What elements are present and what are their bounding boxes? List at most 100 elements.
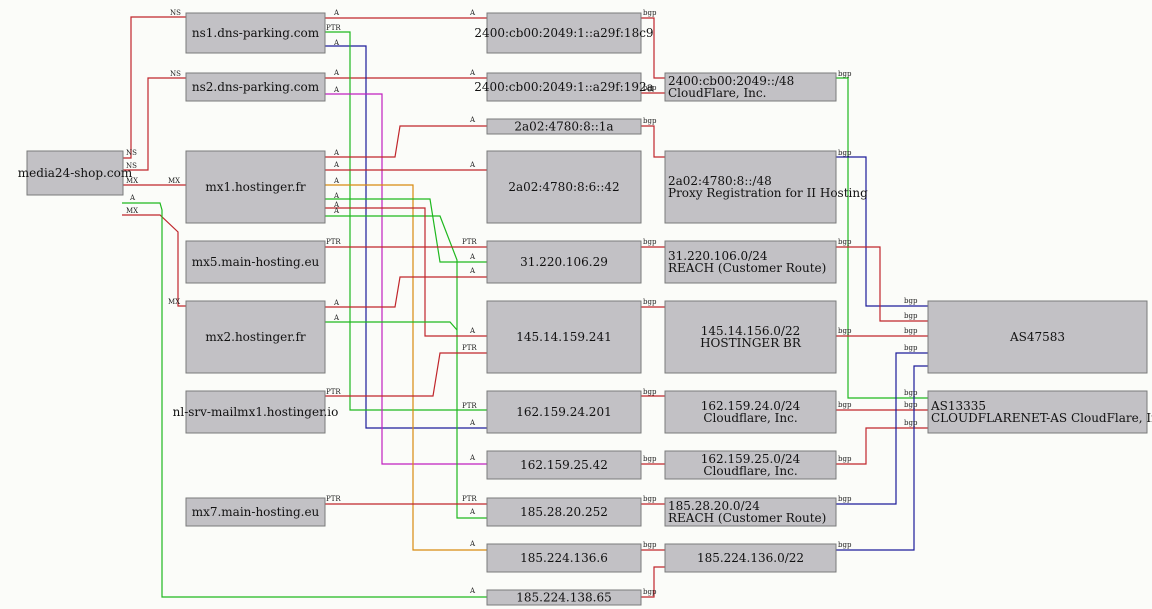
edge-label: bgp — [904, 344, 918, 352]
edge-label: bgp — [643, 84, 657, 92]
node-label: 2a02:4780:8::/48 — [668, 174, 772, 188]
edge-label: A — [333, 9, 340, 17]
edge-label: bgp — [904, 401, 918, 409]
node-box — [486, 72, 642, 102]
node-label: AS13335 — [930, 399, 986, 413]
node-box — [486, 118, 642, 135]
edge-label: A — [333, 39, 340, 47]
edge-label: MX — [168, 298, 180, 306]
node-label: 185.28.20.0/24 — [668, 499, 760, 513]
edge-label: bgp — [838, 149, 852, 157]
edge-label: A — [469, 69, 476, 77]
edge-label: bgp — [643, 495, 657, 503]
node-ip162a[interactable]: 162.159.24.201 — [486, 390, 642, 434]
edge-33 — [836, 246, 928, 322]
node-ip6a[interactable]: 2400:cb00:2049:1::a29f:18c9 — [474, 12, 654, 54]
node-label: 162.159.24.201 — [516, 405, 611, 419]
edge-label: A — [333, 149, 340, 157]
edge-label: bgp — [643, 455, 657, 463]
node-nlsrv[interactable]: nl-srv-mailmx1.hostinger.io — [173, 390, 339, 434]
node-ns1[interactable]: ns1.dns-parking.com — [185, 12, 326, 54]
node-box — [927, 390, 1148, 434]
edge-label: A — [469, 587, 476, 595]
node-ip6c[interactable]: 2a02:4780:8::1a — [486, 118, 642, 135]
node-ip6d[interactable]: 2a02:4780:8:6::42 — [486, 150, 642, 224]
node-box — [486, 300, 642, 374]
edge-label: PTR — [326, 238, 341, 246]
node-label: 162.159.25.42 — [520, 458, 608, 472]
edge-label: NS — [126, 149, 137, 157]
node-label: AS47583 — [1009, 330, 1065, 344]
node-ip185b[interactable]: 185.224.136.6 — [486, 543, 642, 573]
node-label: 2400:cb00:2049:1::a29f:18c9 — [474, 26, 653, 40]
node-box — [185, 497, 326, 527]
edge-label: PTR — [326, 495, 341, 503]
node-box — [185, 300, 326, 374]
node-as47583[interactable]: AS47583 — [927, 300, 1148, 374]
node-label: mx2.hostinger.fr — [205, 330, 306, 344]
node-mx7[interactable]: mx7.main-hosting.eu — [185, 497, 326, 527]
edge-12 — [325, 184, 487, 551]
edge-label: PTR — [462, 402, 477, 410]
edge-label: A — [469, 540, 476, 548]
node-ip185a[interactable]: 185.28.20.252 — [486, 497, 642, 527]
edge-label: bgp — [643, 541, 657, 549]
edge-label: bgp — [904, 419, 918, 427]
edge-label: A — [333, 177, 340, 185]
edge-label: A — [469, 267, 476, 275]
edge-label: A — [333, 201, 340, 209]
edge-label: bgp — [643, 388, 657, 396]
node-label: ns2.dns-parking.com — [192, 80, 320, 94]
node-net185b[interactable]: 185.224.136.0/22 — [664, 543, 837, 573]
node-ip6b[interactable]: 2400:cb00:2049:1::a29f:192a — [474, 72, 654, 102]
node-mx2[interactable]: mx2.hostinger.fr — [185, 300, 326, 374]
edge-label: bgp — [904, 312, 918, 320]
node-box — [486, 240, 642, 284]
node-box — [664, 300, 837, 374]
node-label: CloudFlare, Inc. — [668, 86, 766, 100]
edge-label: PTR — [462, 344, 477, 352]
node-label: 185.224.136.0/22 — [697, 551, 804, 565]
node-label: Cloudflare, Inc. — [703, 411, 797, 425]
node-box — [664, 450, 837, 480]
node-ip31[interactable]: 31.220.106.29 — [486, 240, 642, 284]
edge-label: bgp — [643, 9, 657, 17]
edge-8 — [325, 31, 487, 411]
edge-37 — [836, 352, 928, 505]
node-label: 31.220.106.0/24 — [668, 249, 768, 263]
edge-label: bgp — [904, 297, 918, 305]
node-box — [664, 543, 837, 573]
node-ip145[interactable]: 145.14.159.241 — [486, 300, 642, 374]
edge-label: A — [469, 327, 476, 335]
node-box — [185, 72, 326, 102]
node-mx1[interactable]: mx1.hostinger.fr — [185, 150, 326, 224]
edge-14 — [325, 215, 487, 519]
node-label: 2400:cb00:2049::/48 — [668, 74, 794, 88]
edge-label: bgp — [643, 298, 657, 306]
edge-label: NS — [170, 9, 181, 17]
node-box — [486, 12, 642, 54]
edge-label: MX — [126, 207, 138, 215]
edge-4 — [122, 202, 487, 598]
node-ip162b[interactable]: 162.159.25.42 — [486, 450, 642, 480]
node-ip185c[interactable]: 185.224.138.65 — [486, 589, 642, 606]
node-domain[interactable]: media24-shop.com — [18, 150, 133, 196]
edge-36 — [836, 427, 928, 465]
node-ns2[interactable]: ns2.dns-parking.com — [185, 72, 326, 102]
node-label: Cloudflare, Inc. — [703, 464, 797, 478]
edge-label: A — [333, 299, 340, 307]
edge-23 — [641, 125, 665, 158]
node-mx5[interactable]: mx5.main-hosting.eu — [185, 240, 326, 284]
edge-label: NS — [126, 162, 137, 170]
node-box — [927, 300, 1148, 374]
